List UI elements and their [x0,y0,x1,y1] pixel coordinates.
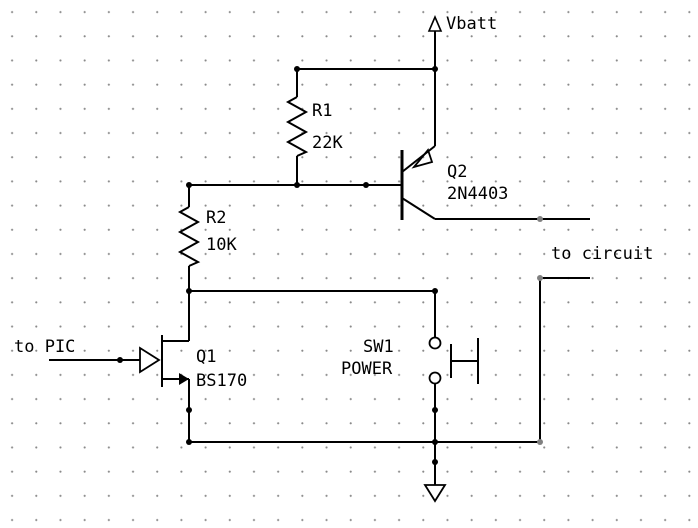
q2-pnp-transistor-icon [400,69,590,220]
q2-ref: Q2 [447,162,467,182]
junction-dots [117,66,438,465]
sw1-pushbutton-switch-icon [428,291,479,442]
q1-nmos-transistor-icon [49,291,190,442]
q1-ref: Q1 [196,347,216,367]
ground-icon [423,442,447,503]
r2-value: 10K [206,235,237,255]
terminal-markers [537,216,543,445]
vbatt-supply-icon [427,14,443,70]
sw1-value: POWER [341,359,393,379]
r2-ref: R2 [206,208,226,228]
to-pic-label: to PIC [14,337,75,357]
q1-value: BS170 [196,371,247,391]
r1-ref: R1 [312,101,332,121]
r1-value: 22K [312,133,343,153]
q2-value: 2N4403 [447,184,508,204]
vbatt-label: Vbatt [446,14,497,34]
r2-resistor-icon [177,185,201,291]
to-circuit-label: to circuit [551,244,653,264]
r1-resistor-icon [285,69,309,185]
sw1-ref: SW1 [363,337,394,357]
